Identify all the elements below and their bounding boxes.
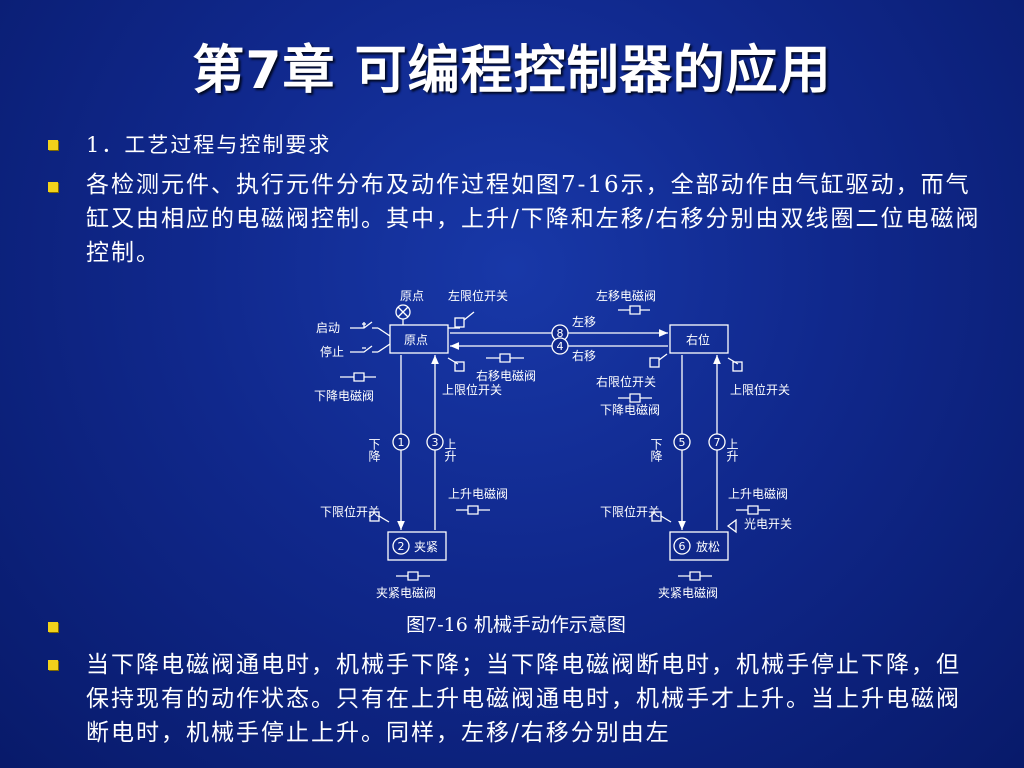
label-release-box: 放松 — [696, 539, 720, 554]
label-down-valve-right: 下降电磁阀 — [600, 402, 660, 417]
label-stop: 停止 — [320, 344, 344, 359]
label-right-valve: 右移电磁阀 — [476, 368, 536, 383]
label-release-valve: 夹紧电磁阀 — [658, 585, 718, 600]
label-n6: 6 — [679, 540, 686, 553]
label-low-limit-left: 下限位开关 — [320, 504, 380, 519]
label-right-box: 右位 — [686, 332, 710, 347]
label-n7: 7 — [714, 436, 721, 449]
label-left-limit: 左限位开关 — [448, 288, 508, 303]
label-right-limit: 右限位开关 — [596, 374, 656, 389]
bullet-item: 图7-16 机械手动作示意图 — [48, 608, 984, 642]
label-n4: 4 — [557, 340, 564, 353]
label-right-move: 右移 — [572, 348, 596, 363]
label-n5: 5 — [679, 436, 686, 449]
label-photo-switch: 光电开关 — [744, 517, 792, 531]
bullet-marker — [48, 182, 58, 192]
label-down-valve-left: 下降电磁阀 — [314, 388, 374, 403]
label-n2: 2 — [398, 540, 405, 553]
label-down-a: 下降 — [367, 438, 381, 462]
label-clamp-valve: 夹紧电磁阀 — [376, 585, 436, 600]
label-origin-box: 原点 — [404, 333, 428, 347]
slide-title: 第7章 可编程控制器的应用 — [192, 41, 832, 101]
label-n8: 8 — [557, 327, 564, 340]
label-start: 启动 — [316, 321, 340, 335]
label-low-limit-right: 下限位开关 — [600, 504, 660, 519]
right-box — [669, 324, 729, 354]
release-box — [669, 531, 729, 561]
bullet-marker — [48, 660, 58, 670]
label-up-limit-left: 上限位开关 — [442, 382, 502, 397]
bullet-marker — [48, 622, 58, 632]
bullet-text: 当下降电磁阀通电时，机械手下降；当下降电磁阀断电时，机械手停止下降，但保持现有的… — [86, 652, 961, 746]
bullet-item: 各检测元件、执行元件分布及动作过程如图7-16示，全部动作由气缸驱动，而气缸又由… — [48, 168, 984, 270]
manipulator-diagram: 原点 左限位开关 左移电磁阀 启动 停止 原点 左移 右位 右移 右移电磁阀 下… — [300, 280, 820, 602]
label-clamp-box: 夹紧 — [414, 540, 438, 554]
label-left-move: 左移 — [572, 314, 596, 329]
figure-caption: 图7-16 机械手动作示意图 — [406, 614, 626, 636]
origin-box — [389, 324, 449, 354]
label-n3: 3 — [432, 436, 439, 449]
clamp-box — [387, 531, 447, 561]
label-up-valve-right: 上升电磁阀 — [728, 486, 788, 501]
bullet-item: 当下降电磁阀通电时，机械手下降；当下降电磁阀断电时，机械手停止下降，但保持现有的… — [48, 648, 984, 750]
label-up-a: 上升 — [443, 438, 457, 462]
bullet-item: 1．工艺过程与控制要求 — [48, 128, 984, 162]
label-up-valve-left: 上升电磁阀 — [448, 486, 508, 501]
label-n1: 1 — [398, 436, 405, 449]
label-origin-top: 原点 — [400, 289, 424, 303]
label-up-limit-right: 上限位开关 — [730, 382, 790, 397]
label-down-b: 下降 — [649, 438, 663, 462]
bullet-text: 1．工艺过程与控制要求 — [86, 133, 332, 157]
bullet-marker — [48, 140, 58, 150]
label-up-b: 上升 — [725, 438, 739, 462]
label-left-valve: 左移电磁阀 — [596, 288, 656, 303]
bullet-text: 各检测元件、执行元件分布及动作过程如图7-16示，全部动作由气缸驱动，而气缸又由… — [86, 172, 981, 266]
